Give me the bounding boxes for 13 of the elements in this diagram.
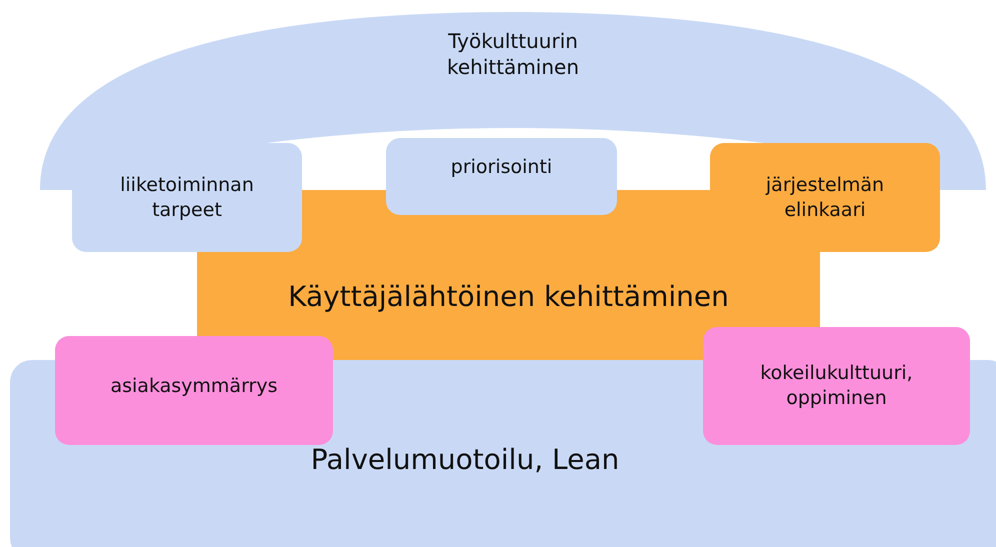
rounded-box [386,138,617,215]
box-label: liiketoiminnan tarpeet [119,172,255,222]
box-label: asiakasymmärrys [110,374,278,399]
rounded-box [72,143,302,252]
rounded-box [710,143,940,252]
box-label: priorisointi [450,155,552,180]
rounded-box [703,327,970,445]
box-label: Käyttäjälähtöinen kehittäminen [288,278,729,315]
box-label: Palvelumuotoilu, Lean [310,442,620,478]
box-label: järjestelmän elinkaari [764,172,886,222]
band-label: Työkulttuurin kehittäminen [446,28,580,80]
rounded-box [55,336,333,445]
box-label: kokeilukulttuuri, oppiminen [759,361,914,411]
